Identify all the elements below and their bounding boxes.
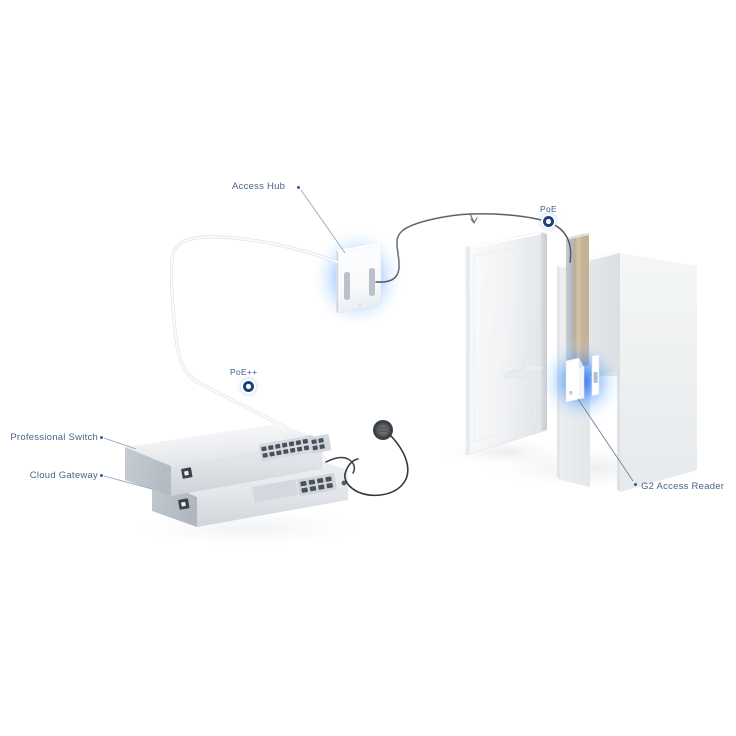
label-cloud-gateway: Cloud Gateway bbox=[0, 471, 98, 481]
hub-side-edge bbox=[336, 250, 338, 313]
door-top-edge bbox=[466, 232, 543, 249]
jamb-wood-strip bbox=[574, 234, 583, 368]
door-hinge-strip bbox=[466, 246, 470, 455]
cable-door-clip bbox=[469, 213, 475, 223]
gateway-logo-badge bbox=[178, 498, 190, 510]
dot-professional-switch bbox=[100, 436, 103, 439]
cable-hub-to-reader-highlight bbox=[375, 212, 549, 282]
door-handle bbox=[504, 363, 542, 380]
door bbox=[465, 231, 547, 456]
reader-body-shade bbox=[579, 358, 584, 399]
dot-access-hub bbox=[297, 186, 300, 189]
gateway-ports bbox=[296, 472, 337, 497]
hub-top-edge bbox=[336, 243, 381, 252]
switch-top bbox=[125, 424, 322, 466]
dot-cloud-gateway bbox=[100, 474, 103, 477]
label-g2-access-reader-text: G2 Access Reader bbox=[641, 481, 725, 492]
label-poe-plus-plus: PoE++ bbox=[230, 368, 258, 377]
label-poe-plus-plus-text: PoE++ bbox=[230, 367, 258, 377]
cable-clip-arrow bbox=[470, 217, 478, 224]
poe-plus-plus-badge[interactable] bbox=[243, 381, 254, 392]
gateway-display-panel bbox=[252, 479, 298, 503]
professional-switch[interactable] bbox=[125, 424, 332, 496]
label-poe: PoE bbox=[540, 205, 557, 214]
door-panel-inset bbox=[473, 243, 536, 443]
label-access-hub-text: Access Hub bbox=[232, 181, 286, 192]
label-access-hub: Access Hub bbox=[232, 182, 285, 192]
door-position-sensor[interactable] bbox=[373, 420, 393, 440]
leader-professional-switch bbox=[103, 437, 137, 450]
wall-return-cap bbox=[617, 250, 697, 266]
label-professional-switch-text: Professional Switch bbox=[10, 432, 98, 443]
label-professional-switch: Professional Switch bbox=[0, 433, 98, 443]
label-poe-text: PoE bbox=[540, 204, 557, 214]
hub-status-led bbox=[358, 303, 362, 307]
reader-indicator bbox=[569, 391, 573, 395]
cable-switch-patch bbox=[325, 456, 356, 474]
leader-access-hub bbox=[300, 189, 346, 254]
cable-gateway-loop bbox=[344, 458, 359, 475]
jamb-wood-strip-2 bbox=[583, 233, 589, 366]
leader-cloud-gateway bbox=[103, 475, 153, 490]
poe-badge[interactable] bbox=[543, 216, 554, 227]
jamb-cap bbox=[566, 233, 589, 240]
strike-slot bbox=[593, 372, 598, 383]
switch-ports bbox=[258, 434, 332, 462]
cable-sensor-to-gateway bbox=[344, 435, 409, 497]
door-face bbox=[465, 231, 542, 456]
hub-port-left bbox=[344, 272, 350, 300]
leader-g2-access-reader bbox=[577, 398, 634, 482]
door-frame-jamb bbox=[566, 233, 589, 370]
wall-return-face bbox=[620, 253, 697, 492]
jamb-metal-strip bbox=[566, 236, 574, 370]
hub-port-right bbox=[369, 268, 375, 296]
access-hub[interactable] bbox=[336, 243, 382, 314]
g2-access-reader[interactable] bbox=[565, 354, 600, 403]
switch-logo-badge bbox=[181, 467, 193, 479]
dot-g2-access-reader bbox=[634, 483, 637, 486]
gateway-power-port bbox=[341, 480, 347, 486]
label-g2-access-reader: G2 Access Reader bbox=[641, 482, 724, 492]
label-cloud-gateway-text: Cloud Gateway bbox=[29, 470, 98, 481]
switch-left-side bbox=[125, 447, 171, 496]
